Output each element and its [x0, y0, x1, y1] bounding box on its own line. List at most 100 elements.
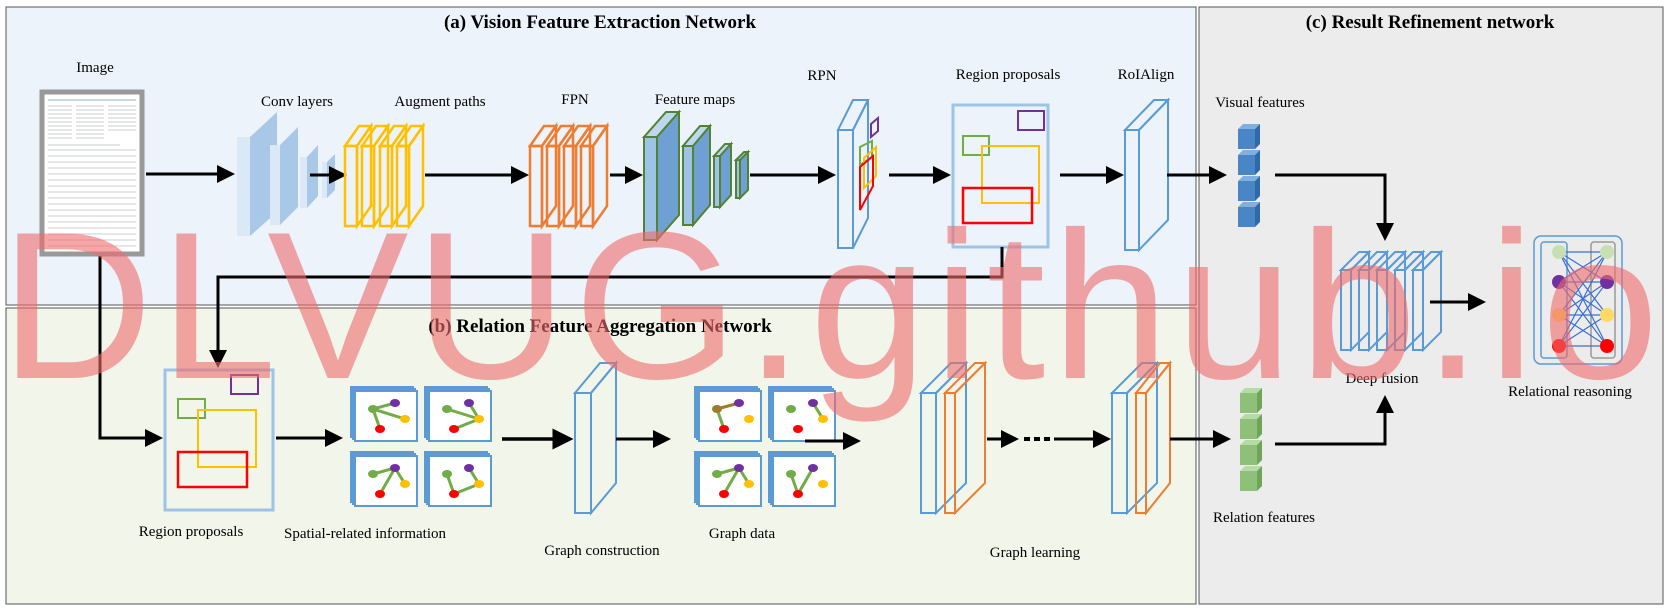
graph-node: [474, 415, 484, 423]
rpn-label: RPN: [807, 68, 836, 84]
graph-node: [442, 470, 452, 478]
rpn-icon: [836, 99, 879, 249]
spatial-info-icon: [350, 386, 492, 507]
graph-node: [400, 480, 410, 488]
graph-node: [368, 470, 378, 478]
roialign-icon: [1122, 97, 1171, 253]
region-proposals-a-label: Region proposals: [956, 67, 1061, 83]
relation-features-label: Relation features: [1213, 510, 1315, 526]
feature-cube: [1240, 440, 1262, 465]
arrow-relation-to-fusion: [1275, 395, 1394, 446]
graph-node: [744, 415, 754, 423]
graph-node: [786, 470, 796, 478]
graph-node: [818, 480, 828, 488]
graph-learning-layer-1: [918, 360, 988, 516]
graph-node: [464, 464, 474, 472]
arrow-image-to-region-b: [98, 256, 163, 447]
panel-a-title: (a) Vision Feature Extraction Network: [444, 12, 756, 33]
graph-data-icon: [694, 386, 836, 507]
graph-node: [719, 425, 729, 433]
graph-construction-label: Graph construction: [544, 543, 660, 559]
graph-node: [449, 425, 459, 433]
reasoning-node: [1600, 339, 1614, 353]
graph-node: [442, 405, 452, 413]
panel-b-title: (b) Relation Feature Aggregation Network: [428, 316, 772, 337]
graph-node: [375, 425, 385, 433]
graph-node: [719, 490, 729, 498]
reasoning-node: [1552, 308, 1566, 322]
augment-paths-label: Augment paths: [394, 94, 485, 110]
conv-layers-label: Conv layers: [261, 94, 333, 110]
augment-paths-icon: [342, 122, 426, 230]
graph-edge: [372, 407, 406, 421]
panel-c-title: (c) Result Refinement network: [1306, 12, 1555, 33]
graph-node: [786, 405, 796, 413]
feature-cube: [1240, 466, 1262, 491]
graph-node: [712, 470, 722, 478]
graph-construction-icon: [572, 360, 619, 516]
reasoning-edge: [1558, 251, 1608, 316]
graph-node: [793, 490, 803, 498]
watermark-text: DLVUG.github.io: [0, 188, 1665, 423]
graph-node: [712, 405, 722, 413]
graph-edge: [796, 467, 815, 495]
graph-node: [808, 399, 818, 407]
graph-node: [734, 464, 744, 472]
graph-node: [808, 464, 818, 472]
fpn-icon: [527, 122, 610, 230]
reasoning-edge: [1558, 251, 1608, 283]
relation-features-icon: [1240, 388, 1262, 491]
feature-cube: [1238, 176, 1260, 201]
graph-card: [768, 451, 836, 507]
graph-node: [474, 480, 484, 488]
feature-cube: [1240, 388, 1262, 413]
feature-cube: [1238, 124, 1260, 149]
feature-maps-label: Feature maps: [655, 92, 736, 108]
graph-node: [734, 399, 744, 407]
graph-node: [449, 490, 459, 498]
graph-edge: [378, 467, 397, 495]
graph-data-label: Graph data: [709, 526, 776, 542]
input-document-image: [39, 89, 145, 257]
graph-card: [350, 386, 418, 442]
reasoning-node: [1600, 308, 1614, 322]
graph-node: [390, 464, 400, 472]
graph-learning-layer-2: [1109, 360, 1173, 516]
graph-node: [400, 415, 410, 423]
reasoning-edge: [1558, 281, 1608, 347]
reasoning-node: [1552, 275, 1566, 289]
roialign-label: RoIAlign: [1118, 67, 1175, 83]
relational-reasoning-icon: [1533, 235, 1623, 365]
reasoning-outer-box: [1533, 235, 1623, 365]
graph-card: [350, 451, 418, 507]
deep-fusion-icon: [1338, 249, 1444, 353]
graph-card: [768, 386, 836, 442]
image-label: Image: [76, 60, 114, 76]
graph-node: [818, 415, 828, 423]
graph-edge: [722, 467, 741, 495]
feature-cube: [1238, 150, 1260, 175]
graph-card: [694, 451, 762, 507]
visual-features-icon: [1238, 124, 1260, 227]
reasoning-node: [1600, 275, 1614, 289]
reasoning-right-column: [1590, 241, 1616, 359]
spatial-info-label: Spatial-related information: [284, 526, 447, 542]
graph-node: [744, 480, 754, 488]
reasoning-edge: [1558, 314, 1608, 347]
graph-edge: [446, 407, 480, 421]
arrow-visual-to-fusion: [1275, 173, 1394, 241]
feature-cube: [1240, 414, 1262, 439]
panel-relation-feature-aggregation: [5, 307, 1197, 605]
graph-card: [424, 386, 492, 442]
graph-learning-label: Graph learning: [990, 545, 1081, 561]
graph-card: [694, 386, 762, 442]
region-proposals-b-icon: [163, 368, 275, 512]
visual-features-label: Visual features: [1215, 95, 1305, 111]
graph-node: [368, 405, 378, 413]
graph-node: [793, 425, 803, 433]
feature-maps-icon: [641, 109, 751, 243]
graph-card: [424, 451, 492, 507]
fpn-label: FPN: [561, 92, 589, 108]
arrow-proposals-to-region-b: [209, 247, 1004, 368]
